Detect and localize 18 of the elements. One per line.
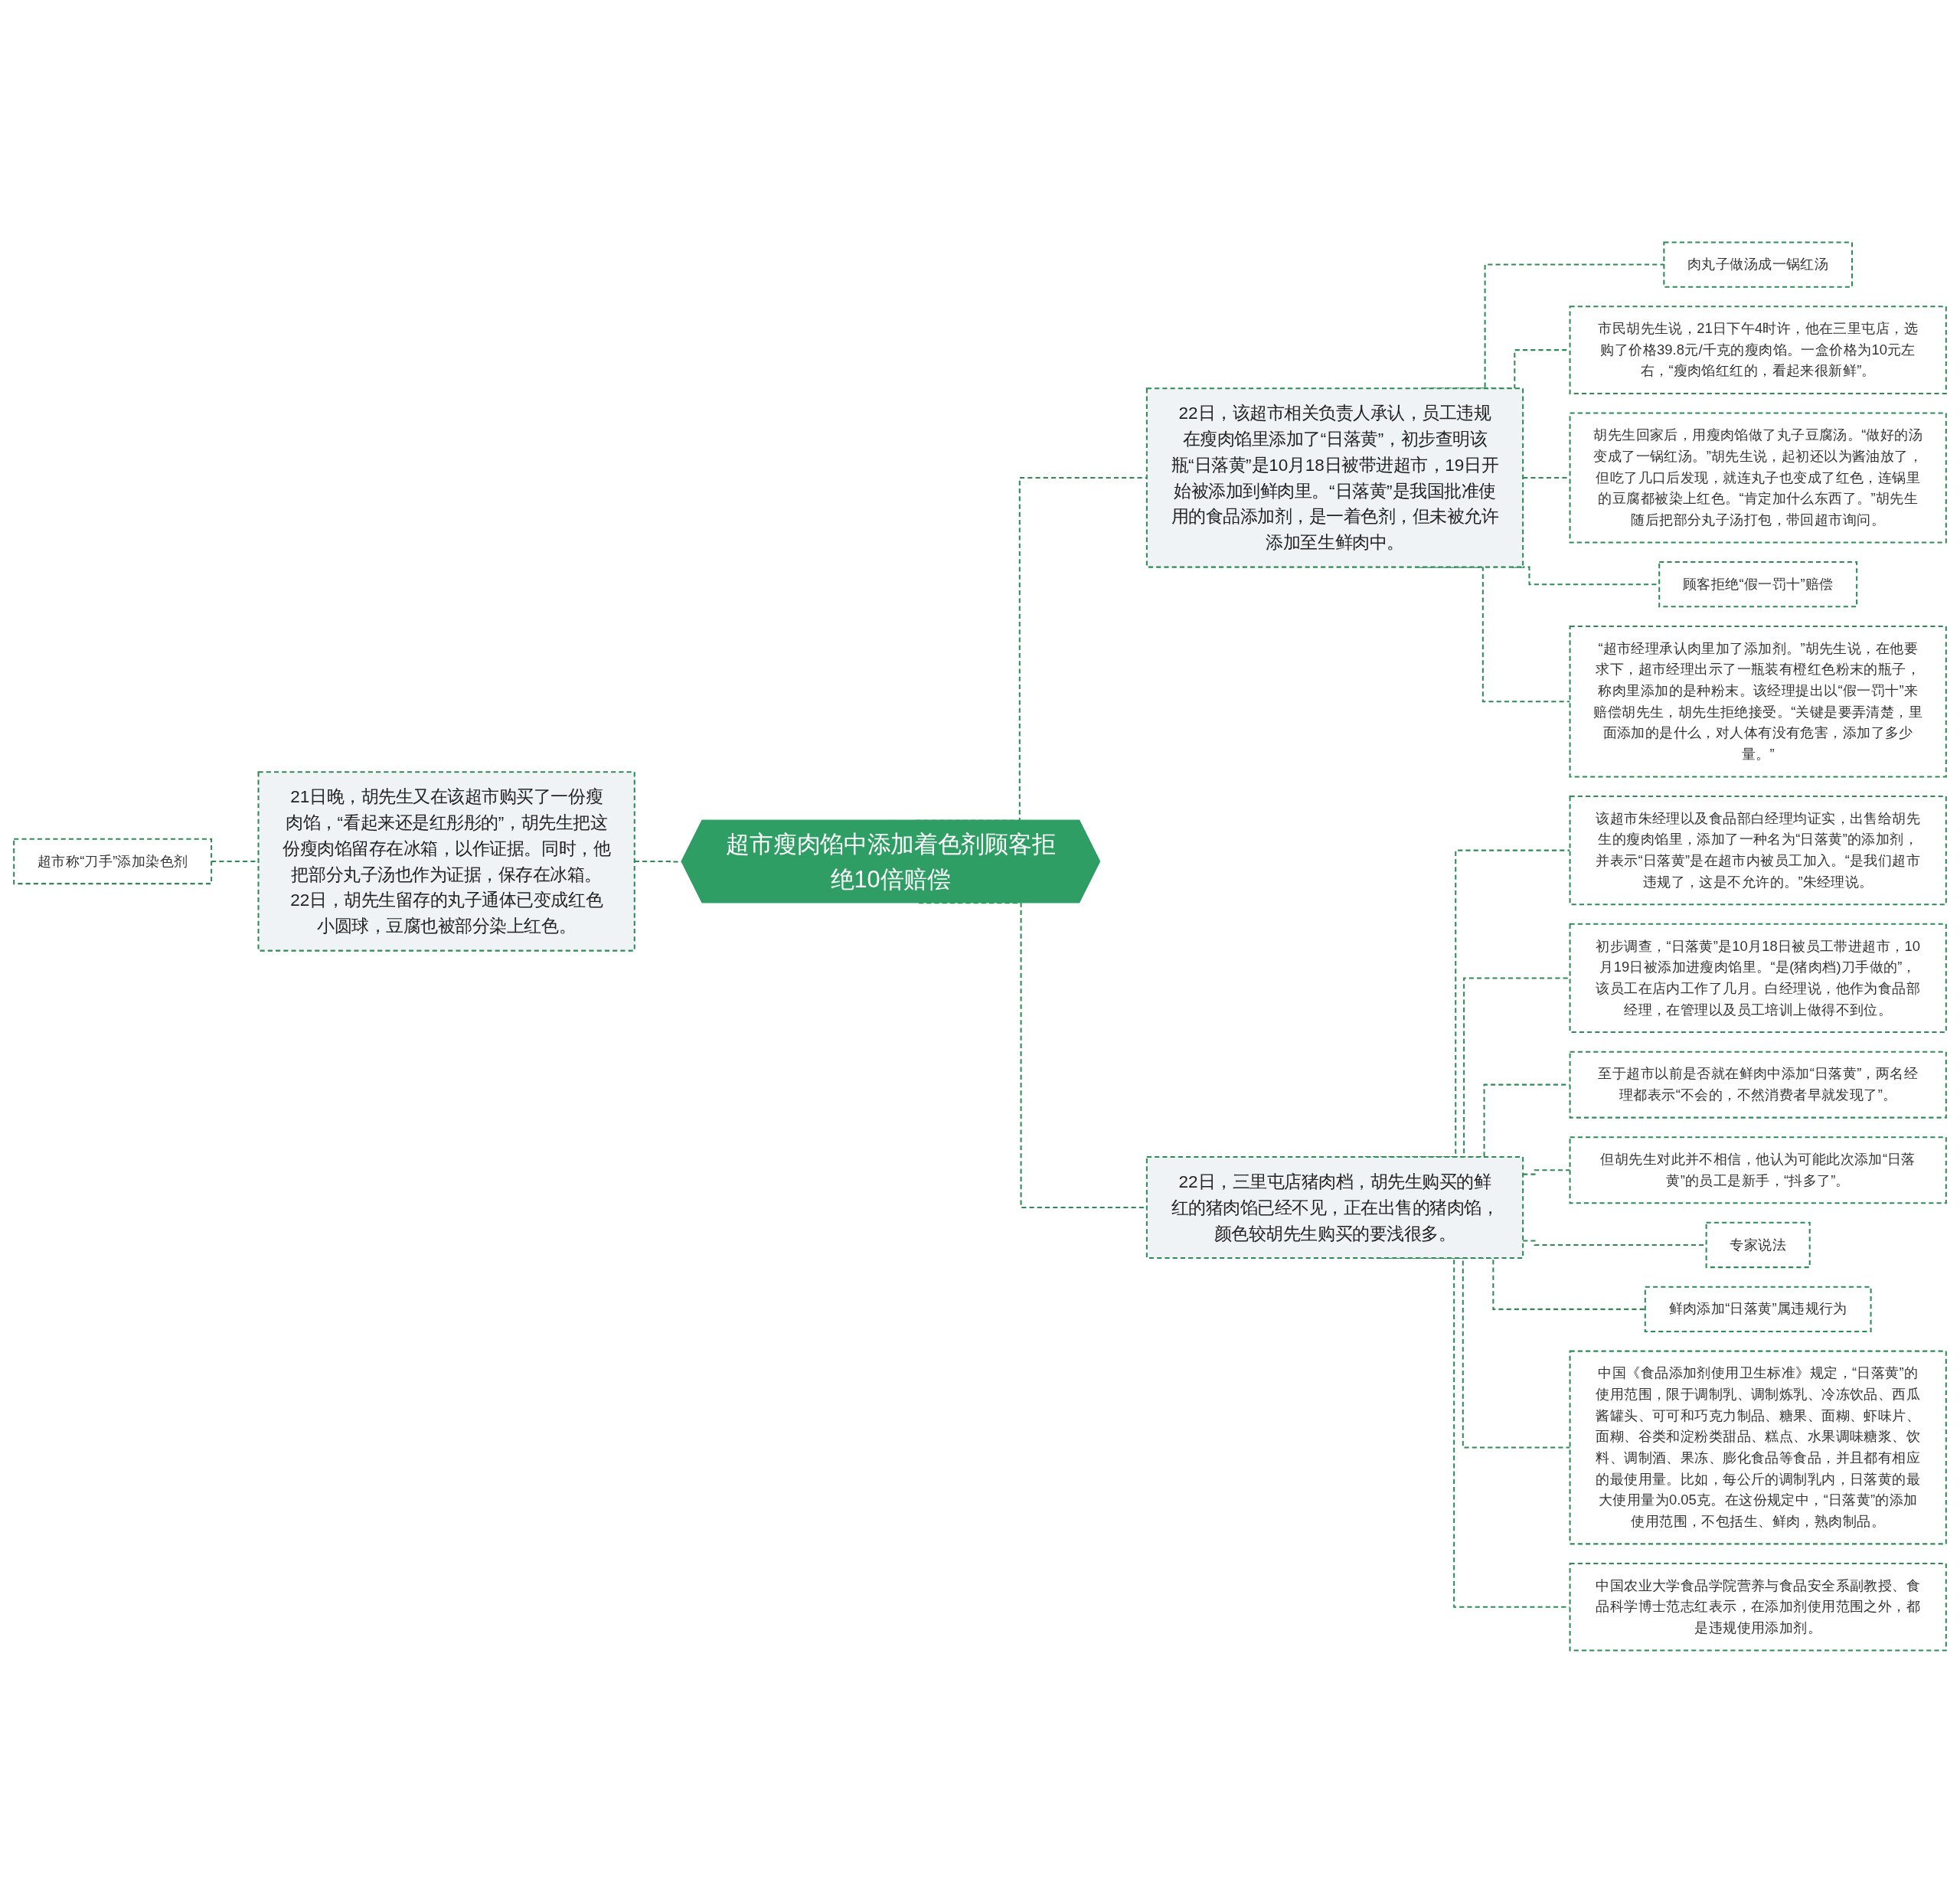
node-box: 市民胡先生说，21日下午4时许，他在三里屯店，选购了价格39.8元/千克的瘦肉馅。一盒价格为10元左右，“瘦肉馅红红的，看起来很新鲜”。 [1569,305,1947,394]
connector [1523,1168,1570,1175]
node-box: 胡先生回家后，用瘦肉馅做了丸子豆腐汤。“做好的汤变成了一锅红汤。”胡先生说，起初还以为酱油放了，但吃了几口后发现，就连丸子也变成了红色，连锅里的豆腐都被染上红色。“肯定加什么东西了。”胡先生随后把部分丸子汤打包，带回超市询问。 [1569,412,1947,543]
node-box: 至于超市以前是否就在鲜肉中添加“日落黄”，两名经理都表示“不会的，不然消费者早就发现了”。 [1569,1051,1947,1119]
node-box: 鲜肉添加“日落黄”属违规行为 [1644,1286,1872,1332]
node-box: 21日晚，胡先生又在该超市购买了一份瘦肉馅，“看起来还是红彤彤的”，胡先生把这份瘦肉馅留存在冰箱，以作证据。同时，他把部分丸子汤也作为证据，保存在冰箱。22日，胡先生留存的丸子通体已变成红色小圆球，豆腐也被部分染上红色。 [257,770,635,952]
node-box: 22日，该超市相关负责人承认，员工违规在瘦肉馅里添加了“日落黄”，初步查明该瓶“日落黄”是10月18日被带进超市，19日开始被添加到鲜肉里。“日落黄”是我国批准使用的食品添加剂，是一着色剂，但未被允许添加至生鲜肉中。 [1145,387,1524,568]
node-box: 肉丸子做汤成一锅红汤 [1663,240,1854,288]
node-box: 顾客拒绝“假一罚十”赔偿 [1658,560,1858,607]
node-box: 专家说法 [1705,1221,1811,1268]
node-box: “超市经理承认肉里加了添加剂。”胡先生说，在他要求下，超市经理出示了一瓶装有橙红色粉末的瓶子，称肉里添加的是种粉末。该经理提出以“假一罚十”来赔偿胡先生，胡先生拒绝接受。“关键是要弄清楚，里面添加的是什么，对人体有没有危害，添加了多少量。” [1569,625,1947,777]
node-box: 中国农业大学食品学院营养与食品安全系副教授、食品科学博士范志红表示，在添加剂使用范围之外，都是违规使用添加剂。 [1569,1562,1947,1652]
node-box: 中国《食品添加剂使用卫生标准》规定，“日落黄”的使用范围，限于调制乳、调制炼乳、冷冻饮品、西瓜酱罐头、可可和巧克力制品、糖果、面糊、虾味片、面糊、谷类和淀粉类甜品、糕点、水果调味糖浆、饮料、调制酒、果冻、膨化食品等食品，并且都有相应的最使用量。比如，每公斤的调制乳内，日落黄的最大使用量为0.05克。在这份规定中，“日落黄”的添加使用范围，不包括生、鲜肉，熟肉制品。 [1569,1350,1947,1544]
node-box: 初步调查，“日落黄”是10月18日被员工带进超市，10月19日被添加进瘦肉馅里。“是(猪肉档)刀手做的”，该员工在店内工作了几月。白经理说，他作为食品部经理，在管理以及员工培训上做得不到位。 [1569,923,1947,1033]
node-box: 但胡先生对此并不相信，他认为可能此次添加“日落黄”的员工是新手，“抖多了”。 [1569,1136,1947,1204]
node-box: 超市称“刀手”添加染色剂 [13,838,213,884]
node-box: 该超市朱经理以及食品部白经理均证实，出售给胡先生的瘦肉馅里，添加了一种名为“日落黄”的添加剂，并表示“日落黄”是在超市内被员工加入。“是我们超市违规了，这是不允许的。”朱经理说。 [1569,795,1947,905]
node-box: 22日，三里屯店猪肉档，胡先生购买的鲜红的猪肉馅已经不见，正在出售的猪肉馅，颜色较胡先生购买的要浅很多。 [1145,1155,1524,1259]
